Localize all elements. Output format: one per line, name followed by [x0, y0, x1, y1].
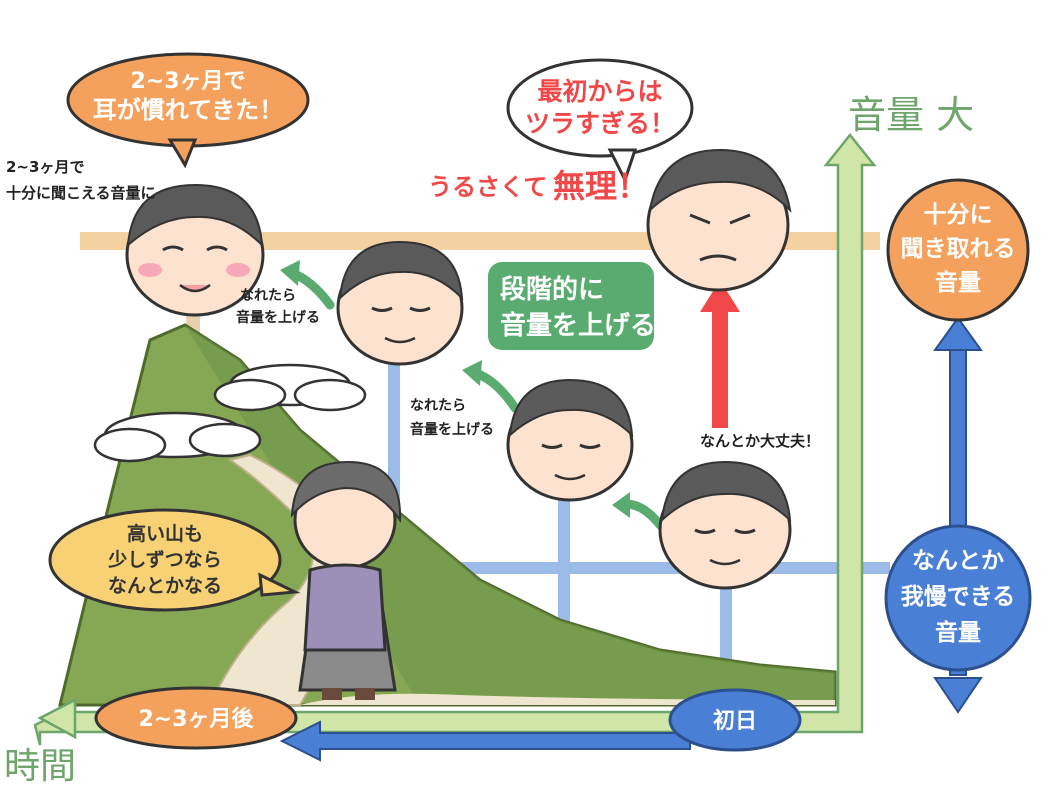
note-top-left-line1: 2~3ヶ月で: [6, 158, 84, 176]
x-axis-label: 時間: [4, 746, 76, 787]
face-strained: [646, 148, 792, 292]
x-axis-arrowhead: [37, 697, 77, 740]
note-raise-1-line1: なれたら: [240, 288, 296, 304]
cloud-lower: [93, 411, 262, 463]
guide-line-bearable: [400, 562, 890, 574]
step-by-step-box: [488, 262, 654, 350]
bubble-ears-used-line1: 2~3ヶ月で: [130, 69, 245, 94]
mountain-line1: 高い山も: [127, 522, 203, 545]
note-manageable: なんとか大丈夫！: [700, 432, 820, 450]
circle-high-volume: [886, 178, 1030, 322]
note-raise-1-line2: 音量を上げる: [236, 309, 320, 326]
high-volume-line3: 音量: [935, 269, 981, 296]
oval-first-day: [668, 688, 802, 752]
high-volume-line1: 十分に: [924, 202, 993, 228]
red-up-arrow: [700, 280, 740, 428]
cloud-upper: [213, 363, 367, 412]
bubble-ears-used: [66, 52, 310, 169]
step-by-step-line2: 音量を上げる: [500, 310, 656, 341]
oval-later: [94, 686, 298, 750]
note-raise-2-line2: 音量を上げる: [410, 421, 494, 438]
later-label: 2~3ヶ月後: [138, 706, 254, 732]
bubble-too-hard: [506, 58, 694, 184]
face-step3: [658, 460, 792, 590]
face-happy: [125, 183, 265, 317]
step-by-step-line1: 段階的に: [500, 274, 604, 305]
high-volume-line2: 聞き取れる: [901, 236, 1016, 262]
bubble-too-hard-line1: 最初からは: [537, 77, 662, 106]
bearable-volume-line3: 音量: [935, 619, 981, 646]
time-arrow-blue: [279, 720, 691, 762]
first-day-label: 初日: [713, 708, 757, 734]
note-raise-2-line1: なれたら: [410, 398, 466, 414]
mountain-line2: 少しずつなら: [107, 549, 222, 571]
face-step1: [336, 240, 464, 366]
bearable-volume-line2: 我慢できる: [901, 583, 1016, 610]
too-loud-emphasis: 無理！: [553, 167, 649, 205]
step-arrow-2-head: [462, 360, 482, 386]
step-arrow-1-head: [612, 492, 630, 518]
circle-bearable-volume: [884, 524, 1032, 672]
mountain-line3: なんとかなる: [108, 575, 222, 597]
bearable-volume-line1: なんとか: [912, 548, 1004, 574]
grandmother-figure: [290, 460, 402, 700]
bubble-too-hard-line2: ツラすぎる！: [525, 109, 675, 138]
bubble-ears-used-line2: 耳が慣れてきた！: [93, 96, 284, 124]
y-axis-label: 音量 大: [848, 93, 974, 137]
too-loud-prefix: うるさくて: [428, 173, 547, 201]
note-top-left-line2: 十分に聞こえる音量に: [6, 184, 156, 202]
face-step2: [506, 378, 634, 502]
step-arrow-3-head: [280, 260, 300, 286]
bubble-mountain: [48, 508, 301, 612]
